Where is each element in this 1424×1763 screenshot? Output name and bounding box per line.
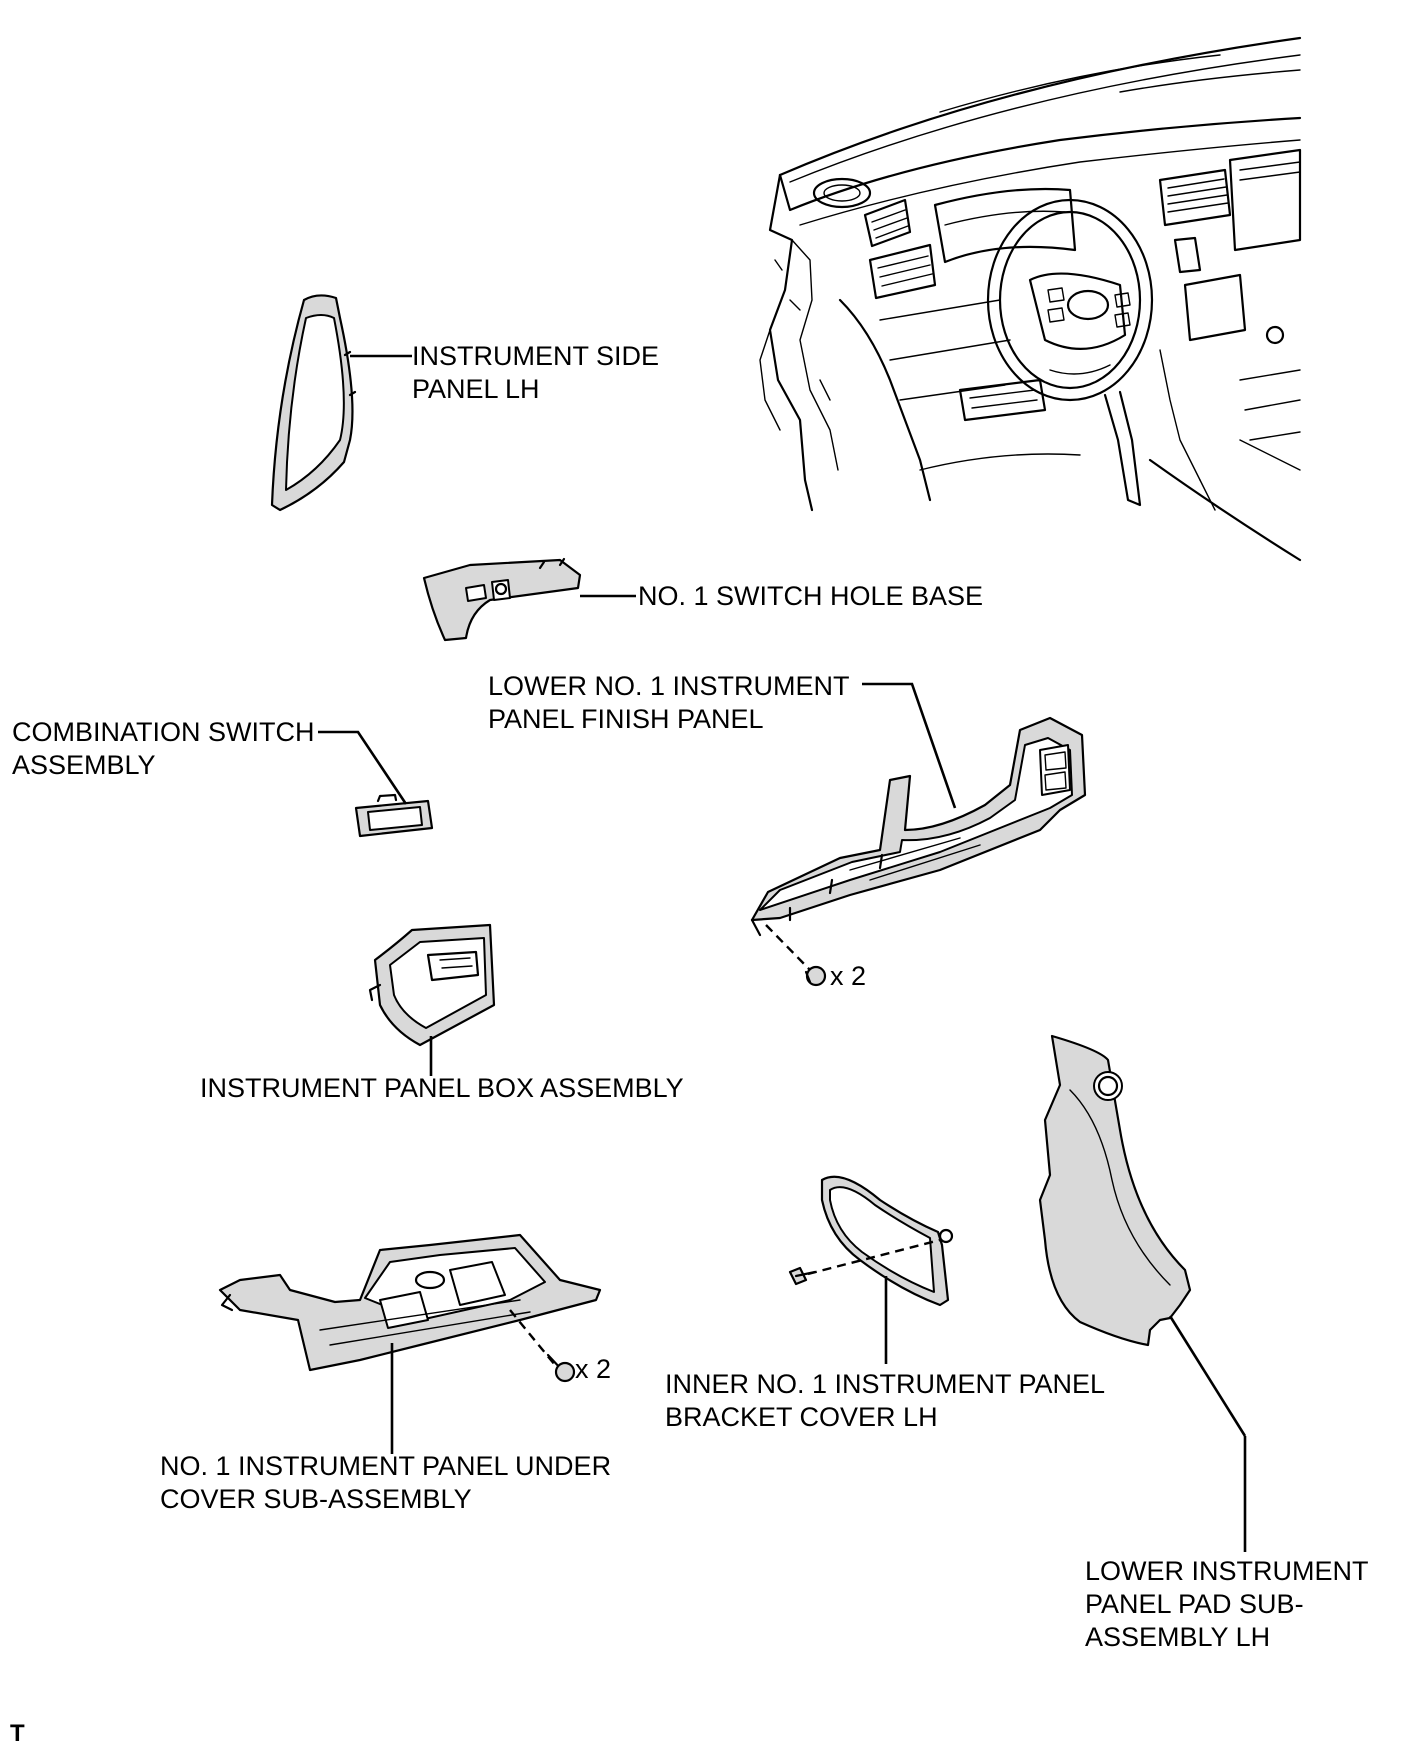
finish-panel-screw: [804, 965, 827, 987]
label-lower-finish-panel: LOWER NO. 1 INSTRUMENT PANEL FINISH PANE…: [488, 670, 850, 736]
label-instrument-side-panel: INSTRUMENT SIDE PANEL LH: [412, 340, 659, 406]
label-line: INSTRUMENT SIDE: [412, 341, 660, 371]
leader-combination-switch: [318, 730, 408, 805]
label-panel-box: INSTRUMENT PANEL BOX ASSEMBLY: [200, 1072, 684, 1105]
label-pad-sub-assembly: LOWER INSTRUMENT PANEL PAD SUB- ASSEMBLY…: [1085, 1555, 1369, 1654]
label-line: ASSEMBLY LH: [1085, 1622, 1271, 1652]
bracket-cover-screw-path: [807, 1238, 941, 1276]
label-combination-switch: COMBINATION SWITCH ASSEMBLY: [12, 716, 314, 782]
lower-instrument-panel-pad-lh: [1038, 1034, 1192, 1347]
label-line: COMBINATION SWITCH: [12, 717, 315, 747]
lower-finish-panel: [750, 716, 1087, 937]
label-line: LOWER NO. 1 INSTRUMENT: [488, 671, 850, 701]
dashboard-overview-illustration: [759, 36, 1302, 562]
leader-pad-sub-assembly: [1168, 1315, 1247, 1437]
label-under-cover: NO. 1 INSTRUMENT PANEL UNDER COVER SUB-A…: [160, 1450, 611, 1516]
under-cover-screw-qty: x 2: [575, 1354, 611, 1384]
instrument-panel-box-assembly: [368, 923, 496, 1047]
finish-panel-screw-path: [765, 924, 811, 971]
under-cover-screw: [546, 1353, 576, 1383]
label-line: ASSEMBLY: [12, 750, 156, 780]
combination-switch-assembly: [354, 793, 434, 838]
switch-hole-base: [422, 557, 582, 642]
bracket-cover-screw: [788, 1266, 817, 1286]
label-line: LOWER INSTRUMENT: [1085, 1556, 1369, 1586]
finish-panel-screw-qty: x 2: [830, 961, 866, 991]
label-line: PANEL LH: [412, 374, 540, 404]
label-line: BRACKET COVER LH: [665, 1402, 938, 1432]
label-line: INNER NO. 1 INSTRUMENT PANEL: [665, 1369, 1106, 1399]
label-line: PANEL PAD SUB-: [1085, 1589, 1304, 1619]
instrument-panel-under-cover: [218, 1233, 602, 1372]
label-line: NO. 1 INSTRUMENT PANEL UNDER: [160, 1451, 612, 1481]
label-line: NO. 1 SWITCH HOLE BASE: [638, 581, 984, 611]
figure-code: T: [10, 1720, 25, 1747]
label-line: INSTRUMENT PANEL BOX ASSEMBLY: [200, 1073, 684, 1103]
inner-bracket-cover-lh: [820, 1175, 954, 1307]
label-line: COVER SUB-ASSEMBLY: [160, 1484, 472, 1514]
under-cover-screw-path: [509, 1309, 556, 1366]
label-switch-hole-base: NO. 1 SWITCH HOLE BASE: [638, 580, 983, 613]
instrument-side-panel-lh: [270, 294, 357, 512]
leader-lower-finish-panel: [862, 682, 957, 809]
label-line: PANEL FINISH PANEL: [488, 704, 764, 734]
label-bracket-cover: INNER NO. 1 INSTRUMENT PANEL BRACKET COV…: [665, 1368, 1105, 1434]
